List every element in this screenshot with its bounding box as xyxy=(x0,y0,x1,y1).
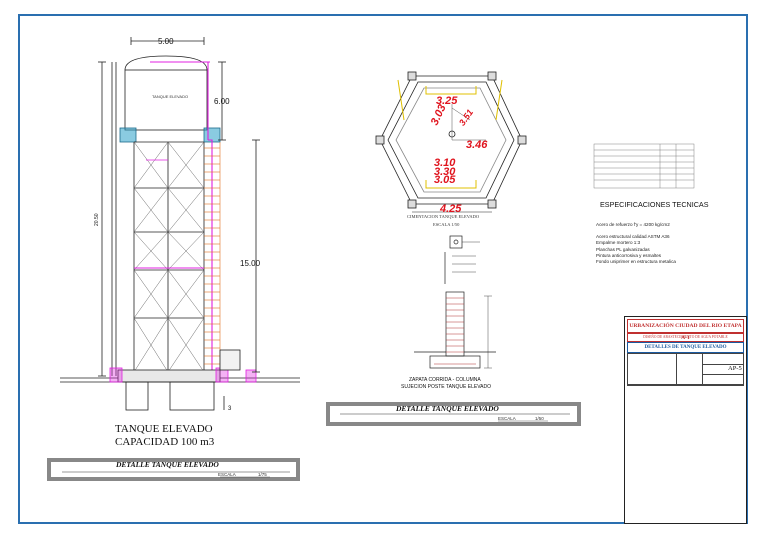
foundation-plan xyxy=(375,71,527,213)
spec-item: Fondo uniprimer en estructura metalica xyxy=(596,259,676,265)
footing-caption-1: ZAPATA CORRIDA - COLUMNA xyxy=(409,377,481,383)
specs-list: Acero de refuerzo f'y = 4200 kg/cm2 Acer… xyxy=(596,222,746,265)
project-name: URBANIZACIÓN CIUDAD DEL RIO ETAPA A-1 xyxy=(627,319,744,341)
dim-total-height: 20.50 xyxy=(94,213,100,226)
plan-dim-6: 3.30 xyxy=(434,166,456,178)
title-block-fields: AP-5 xyxy=(627,353,744,385)
spec-item: Planchas PL galvanizadas xyxy=(596,246,650,252)
footing-caption-2: SUJECION POSTE TANQUE ELEVADO xyxy=(401,384,491,390)
plan-dim-7: 3.05 xyxy=(434,174,456,186)
project-subtitle: DISEÑO DE ABASTECIMIENTO DE AGUA POTABLE xyxy=(627,333,744,342)
tank-elevation xyxy=(60,37,300,411)
footing-scale-label: ESCALA xyxy=(498,416,516,421)
dim-top: 5.00 xyxy=(158,37,174,46)
tower-title-line1: TANQUE ELEVADO xyxy=(115,423,213,435)
materials-table xyxy=(593,143,695,189)
plan-dim-5: 3.10 xyxy=(434,157,456,169)
plan-dim-3: 3.51 xyxy=(457,107,475,127)
footing-detail-banner xyxy=(326,402,581,426)
footing-scale-value: 1/50 xyxy=(535,416,544,421)
tower-scale-value: 1/75 xyxy=(258,472,267,477)
plan-caption-2: ESCALA 1/50 xyxy=(433,222,460,227)
tank-label: TANQUE ELEVADO xyxy=(152,94,188,99)
plan-dim-4: 3.46 xyxy=(466,139,488,151)
dim-structure-height: 15.00 xyxy=(240,259,261,268)
dim-tank-height: 6.00 xyxy=(214,97,230,106)
drawing-frame xyxy=(18,14,748,524)
plan-caption-1: CIMENTACION TANQUE ELEVADO xyxy=(407,214,480,219)
spec-item: Acero de refuerzo f'y = 4200 kg/cm2 xyxy=(596,222,670,227)
specs-title: ESPECIFICACIONES TECNICAS xyxy=(600,200,709,209)
sheet-code: AP-5 xyxy=(728,365,742,372)
sheet-title: DETALLES DE TANQUE ELEVADO xyxy=(627,342,744,353)
spec-item: Empalme mortero 1:3 xyxy=(596,240,641,246)
plan-dim-1: 3.25 xyxy=(436,95,458,107)
tower-title-line2: CAPACIDAD 100 m3 xyxy=(115,436,215,448)
tower-scale-label: ESCALA xyxy=(218,472,236,477)
tower-detail-banner xyxy=(47,458,300,481)
tower-detail-title: DETALLE TANQUE ELEVADO xyxy=(115,460,219,469)
plan-dim-8: 4.25 xyxy=(439,203,462,215)
spec-item: Pintura anticorrosiva y esmaltes xyxy=(596,252,662,258)
title-block: URBANIZACIÓN CIUDAD DEL RIO ETAPA A-1 DI… xyxy=(624,316,747,524)
dim-base: 3 xyxy=(228,406,232,412)
spec-item: Acero estructural calidad ASTM A36 xyxy=(596,234,670,240)
footing-detail-title: DETALLE TANQUE ELEVADO xyxy=(395,404,499,413)
footing-detail xyxy=(414,235,496,369)
